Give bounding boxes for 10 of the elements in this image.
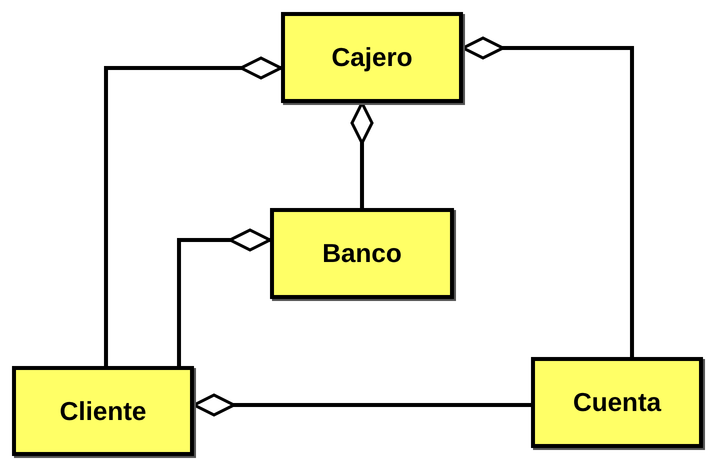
class-name: Cajero [332,42,412,73]
aggregation-connector [104,56,282,366]
aggregation-connector [177,228,272,366]
class-box [270,208,454,299]
class-name: Banco [322,238,402,269]
class-box [281,12,463,103]
class-name: Cliente [60,396,146,426]
class-box [12,366,194,456]
class-name: Cuenta [572,387,662,418]
class-box [531,357,703,448]
